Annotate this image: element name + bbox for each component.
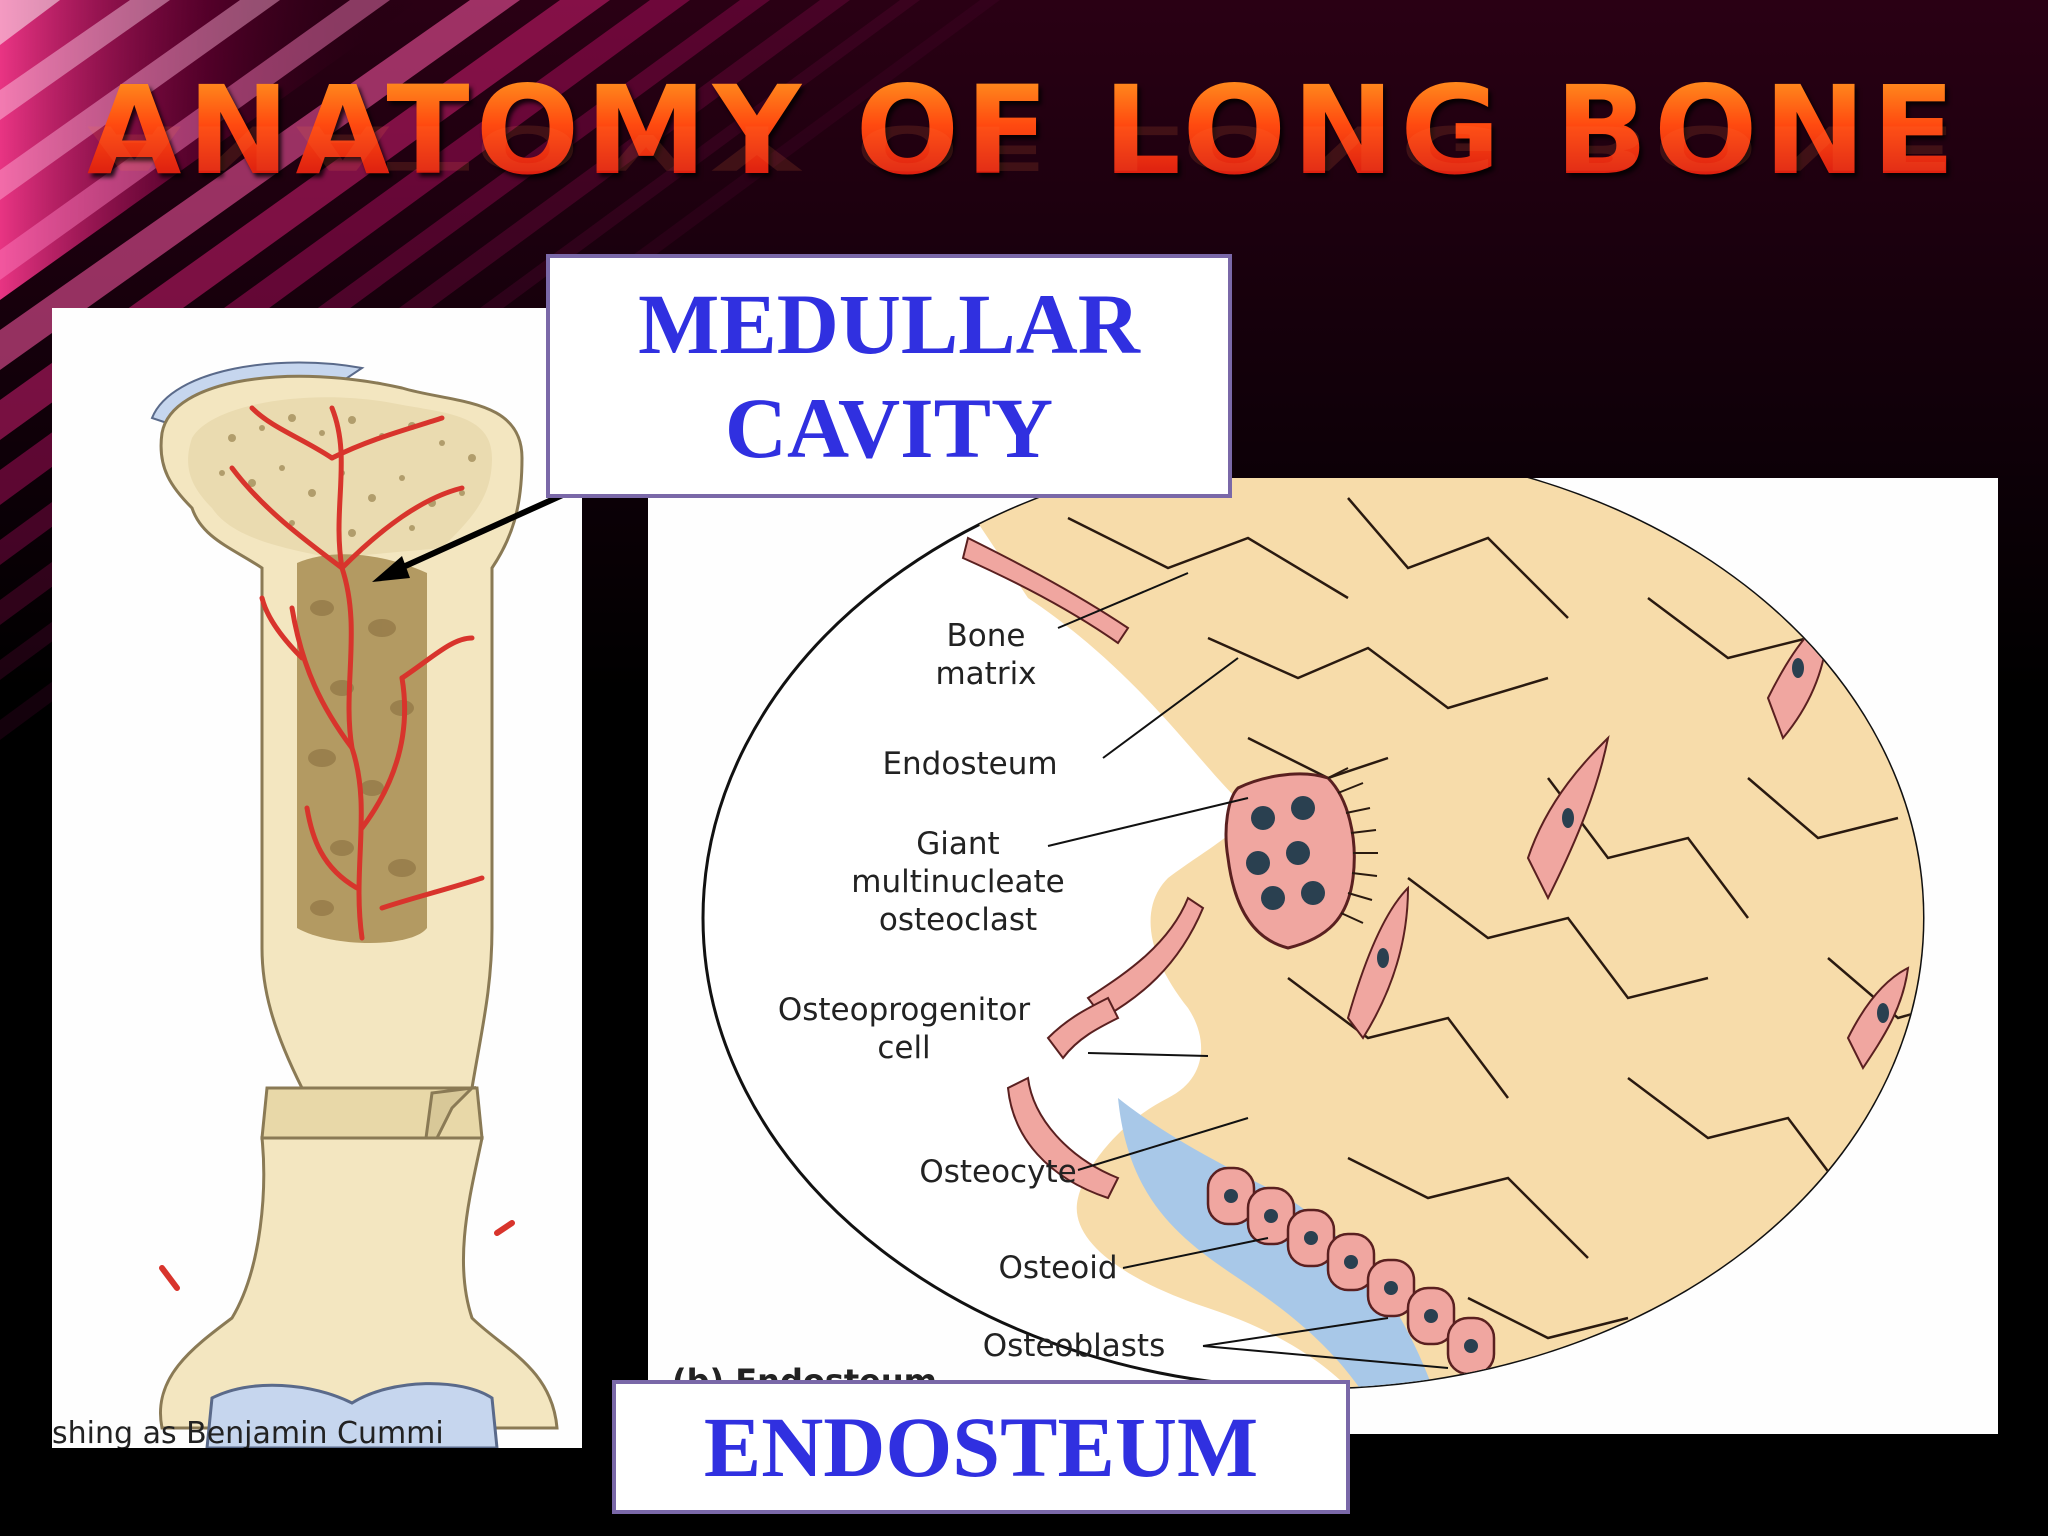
medullar-line-1: MEDULLAR <box>638 276 1140 372</box>
label-bone-matrix-1: Bone <box>947 618 1026 654</box>
callout-leaders <box>1047 572 1449 1369</box>
endosteum-illustration: Bone matrix Endosteum Giant multinucleat… <box>672 478 1925 1400</box>
callout-labels: Bone matrix Endosteum Giant multinucleat… <box>778 618 1165 1364</box>
slide-title: ANATOMY OF LONG BONE <box>0 70 2048 192</box>
osteoblast-nuclei <box>1224 1189 1478 1353</box>
label-giant-1: Giant <box>916 826 999 862</box>
long-bone-figure: shing as Benjamin Cummi <box>52 308 582 1448</box>
endosteum-figure: Bone matrix Endosteum Giant multinucleat… <box>648 478 1998 1434</box>
osteoid-layer <box>1118 1098 1448 1388</box>
label-bone-matrix-2: matrix <box>935 656 1036 692</box>
label-osteoblasts: Osteoblasts <box>983 1328 1166 1364</box>
label-giant-2: multinucleate <box>851 864 1064 900</box>
matrix-canaliculi <box>1067 497 1923 1340</box>
label-osteoid: Osteoid <box>998 1250 1117 1286</box>
label-giant-3: osteoclast <box>879 902 1037 938</box>
ruffled-border <box>1327 767 1378 924</box>
label-endosteum: Endosteum <box>882 746 1057 782</box>
osteocyte-nuclei <box>1377 658 1889 1023</box>
marrow-texture <box>308 600 416 916</box>
medullar-line-2: CAVITY <box>724 380 1054 476</box>
label-osteocyte: Osteocyte <box>919 1154 1076 1190</box>
figure-credit: shing as Benjamin Cummi <box>52 1416 444 1448</box>
label-osteoprogenitor-2: cell <box>877 1030 930 1066</box>
label-osteoprogenitor-1: Osteoprogenitor <box>778 992 1031 1028</box>
blood-vessels <box>229 405 485 941</box>
endosteum-label: ENDOSTEUM <box>612 1380 1350 1514</box>
osteoclast-nuclei <box>1246 796 1325 910</box>
osteoblasts-row <box>1206 1166 1496 1376</box>
medullar-cavity-label: MEDULLAR CAVITY <box>546 254 1232 498</box>
